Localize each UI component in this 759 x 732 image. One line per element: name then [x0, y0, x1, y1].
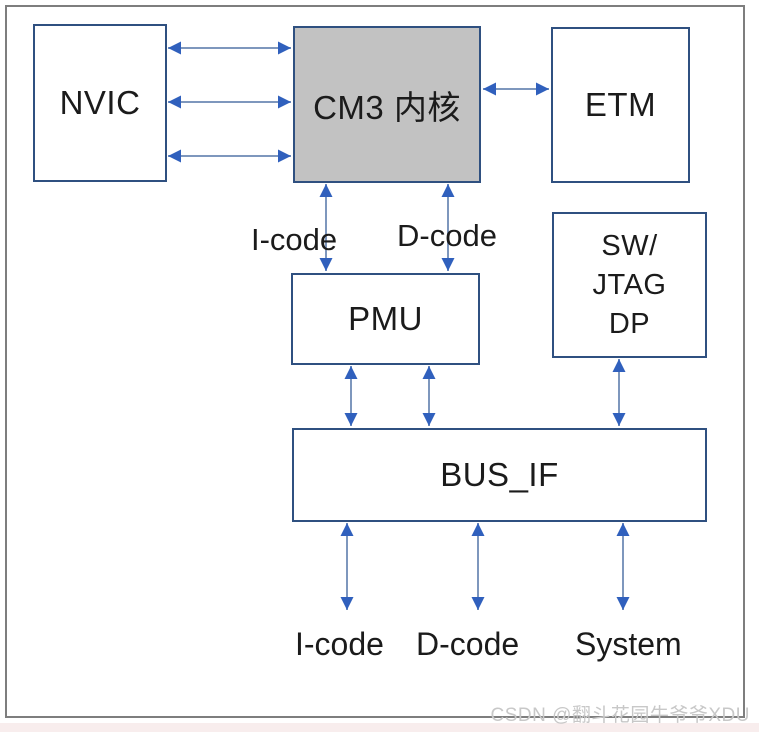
block-etm-label: ETM [584, 86, 657, 123]
block-sw-jtag-dp-line1: SW/ [601, 229, 658, 262]
block-cm3-core-label: CM3 内核 [313, 88, 461, 126]
csdn-watermark: CSDN @翻斗花园牛爷爷XDU [490, 705, 750, 726]
block-pmu-label: PMU [348, 300, 423, 337]
label-dcode-mid: D-code [397, 218, 497, 253]
block-bus-if-label: BUS_IF [440, 456, 559, 493]
arrow-swjtag-busif [612, 359, 626, 426]
block-sw-jtag-dp-line3: DP [608, 307, 651, 340]
arrow-nvic-cm3-top [168, 41, 291, 55]
label-dcode-bottom: D-code [416, 626, 520, 662]
block-nvic-label: NVIC [59, 84, 141, 121]
block-cm3-core: CM3 内核 [293, 26, 481, 183]
block-nvic: NVIC [33, 24, 167, 182]
label-icode-mid: I-code [251, 222, 338, 257]
arrow-nvic-cm3-bottom [168, 149, 291, 163]
arrow-pmu-busif-right [422, 366, 436, 426]
arrow-busif-dcode [471, 523, 485, 610]
arrow-cm3-pmu-icode [319, 184, 333, 271]
label-system-bottom: System [575, 626, 682, 662]
block-etm: ETM [551, 27, 690, 183]
arrow-nvic-cm3-mid [168, 95, 291, 109]
arrow-busif-system [616, 523, 630, 610]
block-pmu: PMU [291, 273, 480, 365]
label-icode-bottom: I-code [295, 626, 384, 662]
block-bus-if: BUS_IF [292, 428, 707, 522]
bottom-strip [0, 723, 759, 732]
arrow-busif-icode [340, 523, 354, 610]
block-sw-jtag-dp-line2: JTAG [592, 268, 667, 301]
arrow-cm3-pmu-dcode [441, 184, 455, 271]
arrow-pmu-busif-left [344, 366, 358, 426]
block-sw-jtag-dp: SW/ JTAG DP [552, 212, 707, 358]
arrow-cm3-etm [483, 82, 549, 96]
